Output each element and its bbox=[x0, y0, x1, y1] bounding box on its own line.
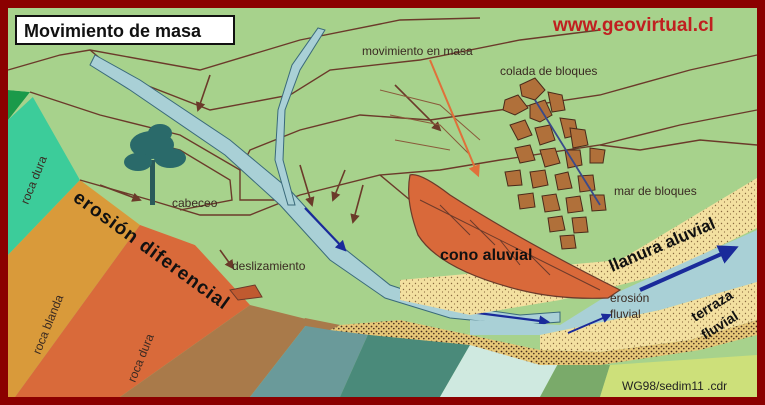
alluvial-fan bbox=[408, 174, 622, 299]
mass-movement-arrow bbox=[429, 59, 480, 178]
landslide-block bbox=[229, 284, 263, 301]
rock-layer-green bbox=[8, 90, 30, 120]
rock-layer-yellowgreen bbox=[600, 355, 757, 397]
label-deslizamiento: deslizamiento bbox=[232, 259, 306, 273]
rock-layer-hard-1 bbox=[8, 95, 80, 255]
tree-icon bbox=[124, 124, 186, 205]
title-box bbox=[15, 15, 235, 45]
river-tributary bbox=[274, 27, 326, 206]
terrace-step bbox=[300, 318, 340, 330]
main-river bbox=[470, 230, 757, 335]
terrace-flow-arrow bbox=[567, 313, 612, 334]
label-colada-de-bloques: colada de bloques bbox=[500, 64, 597, 78]
block-field bbox=[502, 77, 607, 250]
rock-layer-darkteal bbox=[340, 330, 470, 397]
label-cono-aluvial: cono aluvial bbox=[440, 247, 532, 264]
fan-lines bbox=[419, 199, 601, 291]
label-cabeceo: cabeceo bbox=[172, 196, 218, 210]
rock-layer-teal bbox=[250, 320, 370, 397]
label-erosion-fluvial-2: fluvial bbox=[610, 307, 641, 321]
label-erosion-fluvial-1: erosión bbox=[610, 291, 649, 305]
label-movimiento-en-masa: movimiento en masa bbox=[362, 44, 473, 58]
credit-label: WG98/sedim11 .cdr bbox=[622, 379, 727, 393]
rock-layer-olive bbox=[540, 360, 610, 397]
mass-movement-lines bbox=[379, 89, 481, 156]
fluvial-terrace bbox=[540, 282, 757, 352]
slope-arrows bbox=[99, 74, 442, 270]
block-flow-line bbox=[534, 99, 601, 206]
flow-arrows bbox=[304, 207, 551, 327]
title: Movimiento de masa bbox=[24, 21, 202, 41]
rock-layer-soft bbox=[8, 180, 140, 397]
label-mar-de-bloques: mar de bloques bbox=[614, 184, 697, 198]
main-flow-arrow bbox=[639, 245, 739, 292]
gravel-deposit bbox=[330, 320, 757, 365]
website-label: www.geovirtual.cl bbox=[552, 15, 714, 36]
rock-layer-brown bbox=[120, 305, 310, 397]
rock-layer-hard-2 bbox=[15, 225, 250, 397]
